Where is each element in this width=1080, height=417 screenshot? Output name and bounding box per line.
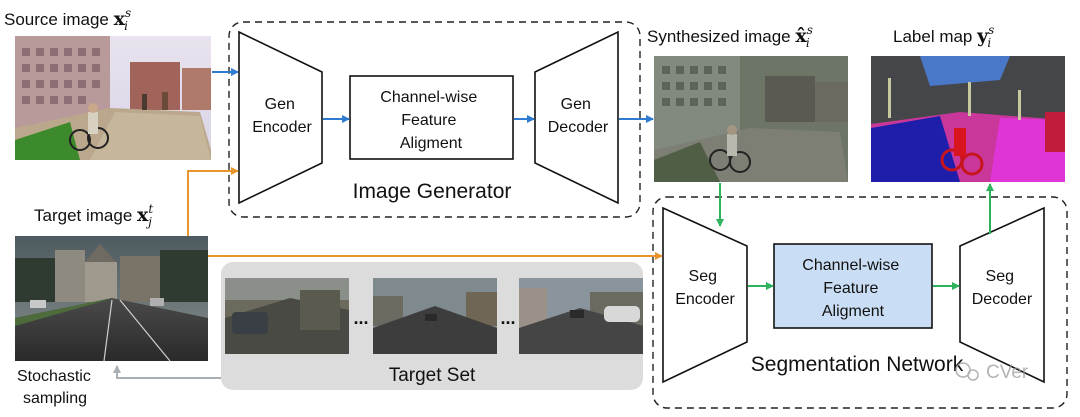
target-set-ellipsis-1: ... [353,308,368,328]
seg-cwfa-box [773,243,933,329]
gen-encoder-label: Gen Encoder [252,96,312,136]
label-map-image [871,56,1065,182]
gen-cwfa-box [349,75,514,160]
cver-watermark-text: CVer [986,362,1029,383]
target-image [15,236,208,362]
source-image [15,36,211,160]
arrow-target-to-gen-encoder [187,167,239,236]
target-set-thumb-1 [225,278,349,354]
gen-encoder-shape [238,30,323,205]
image-generator-title: Image Generator [353,180,512,203]
seg-encoder-shape [662,206,748,384]
gen-decoder-label: Gen Decoder [548,96,609,136]
gen-decoder-shape [534,30,619,205]
segmentation-network-group [652,196,1068,409]
stochastic-sampling-label: Stochastic sampling [17,368,95,407]
target-set-ellipsis-2: ... [500,308,515,328]
segmentation-network-title: Segmentation Network [751,353,964,376]
seg-cwfa-label: Channel-wise Feature Aligment [802,257,903,320]
gen-cwfa-label: Channel-wise Feature Aligment [380,89,481,152]
target-set-thumb-3 [519,278,643,354]
arrow-stochastic-sampling [113,365,221,379]
seg-encoder-label: Seg Encoder [675,268,735,308]
image-generator-group [228,21,641,218]
target-set-title: Target Set [389,365,476,386]
cver-watermark: CVer [955,362,1029,383]
seg-decoder-label: Seg Decoder [972,268,1033,308]
target-set-thumb-2 [373,278,497,354]
synthesized-image [654,56,848,182]
seg-decoder-shape [959,206,1045,384]
